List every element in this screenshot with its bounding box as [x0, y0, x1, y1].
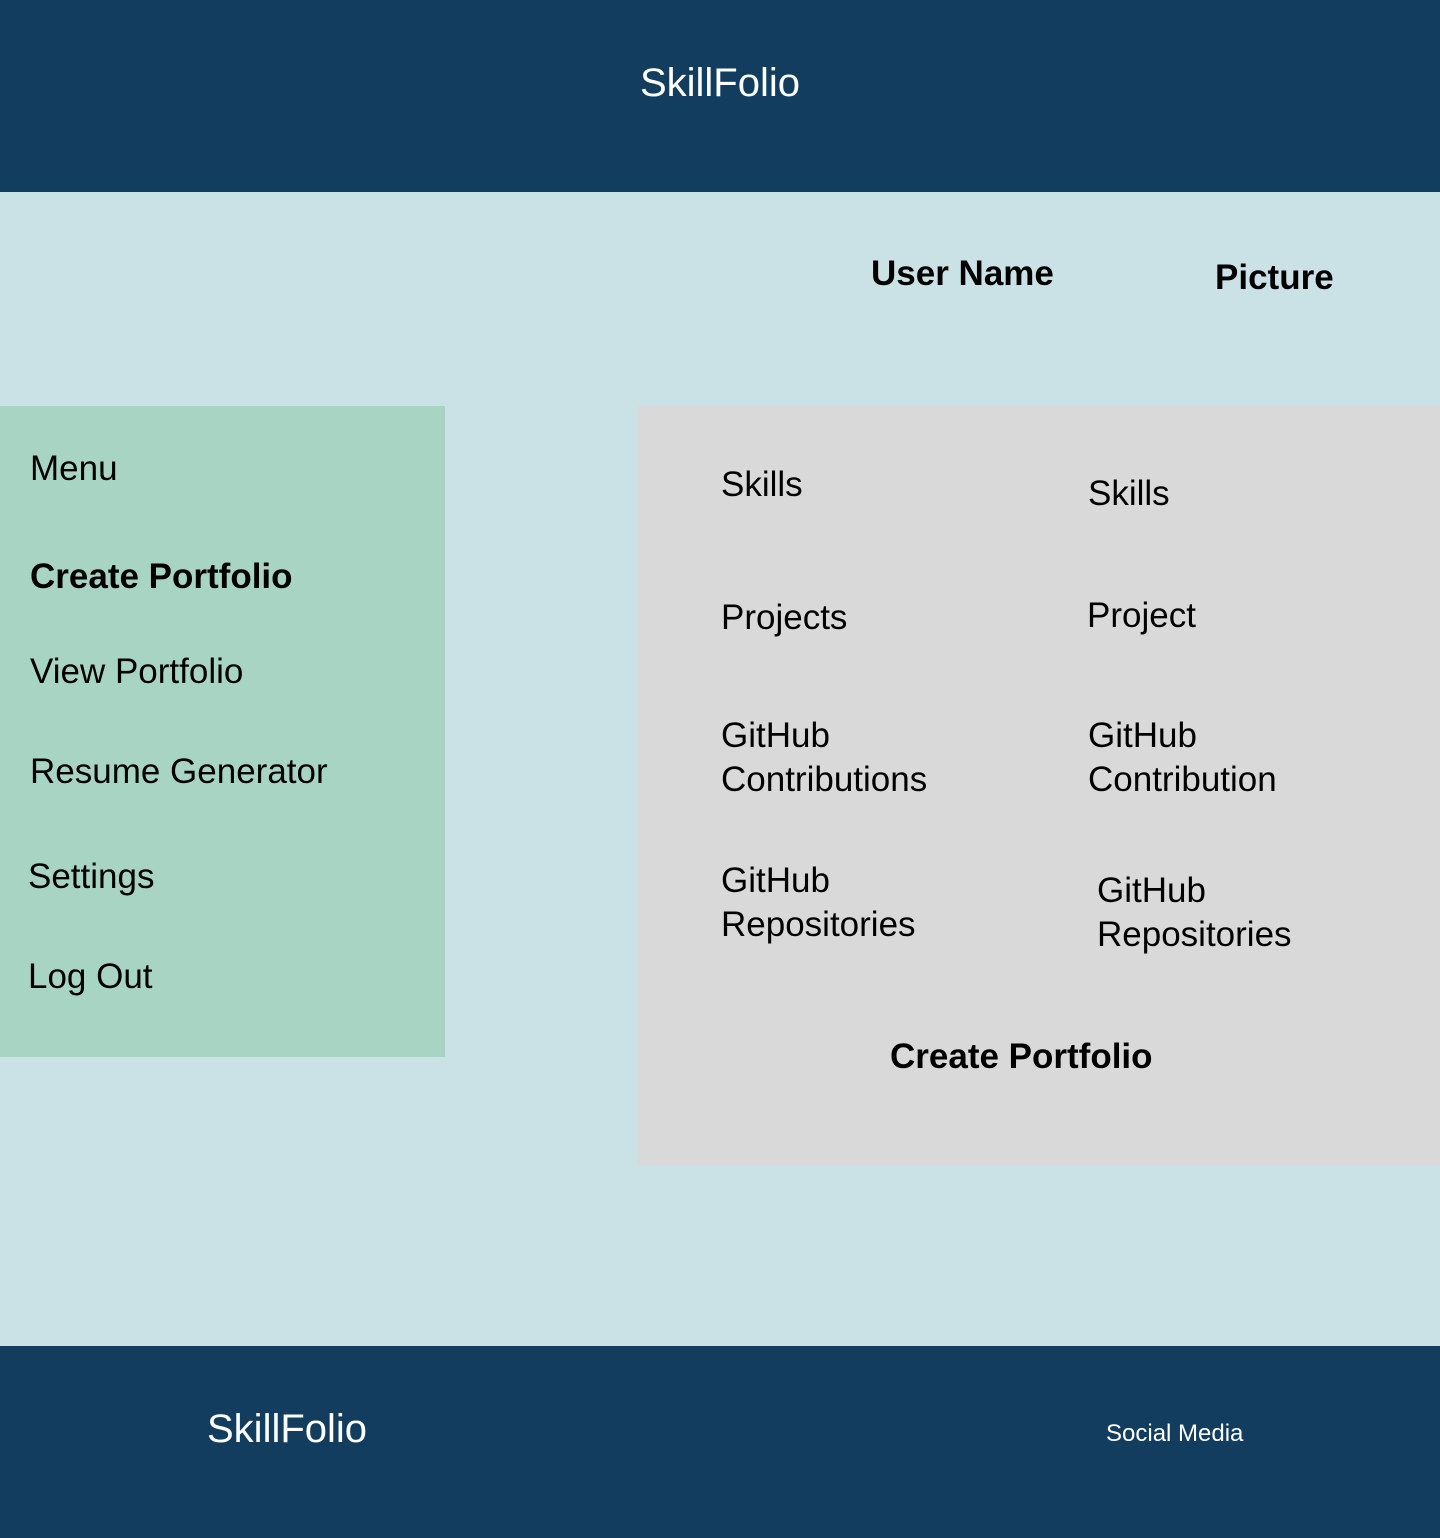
sidebar-menu: Menu Create Portfolio View Portfolio Res…	[0, 406, 445, 1057]
user-name[interactable]: User Name	[871, 254, 1054, 293]
sidebar-item-create-portfolio[interactable]: Create Portfolio	[30, 557, 293, 596]
footer-title: SkillFolio	[207, 1407, 368, 1451]
projects-label: Projects	[721, 598, 848, 637]
header: SkillFolio	[0, 0, 1440, 192]
sidebar-item-settings[interactable]: Settings	[28, 857, 155, 896]
github-repositories-label: GitHub Repositories	[721, 861, 916, 944]
sidebar-item-view-portfolio[interactable]: View Portfolio	[30, 652, 244, 691]
menu-heading: Menu	[30, 449, 118, 488]
footer: SkillFolio Social Media	[0, 1346, 1440, 1538]
skills-label: Skills	[721, 465, 803, 504]
skills-field[interactable]: Skills	[1088, 474, 1170, 513]
social-media-link[interactable]: Social Media	[1106, 1420, 1244, 1447]
github-contributions-label: GitHub Contributions	[721, 716, 928, 799]
profile-picture[interactable]: Picture	[1215, 258, 1334, 297]
sidebar-item-log-out[interactable]: Log Out	[28, 957, 153, 996]
app-title: SkillFolio	[639, 61, 801, 105]
sidebar-item-resume-generator[interactable]: Resume Generator	[30, 752, 328, 791]
github-contribution-field[interactable]: GitHub Contribution	[1088, 716, 1277, 799]
create-portfolio-panel: Skills Skills Projects Project GitHub Co…	[638, 405, 1440, 1165]
create-portfolio-button[interactable]: Create Portfolio	[890, 1037, 1153, 1076]
github-repositories-field[interactable]: GitHub Repositories	[1097, 871, 1292, 954]
project-field[interactable]: Project	[1087, 596, 1196, 635]
